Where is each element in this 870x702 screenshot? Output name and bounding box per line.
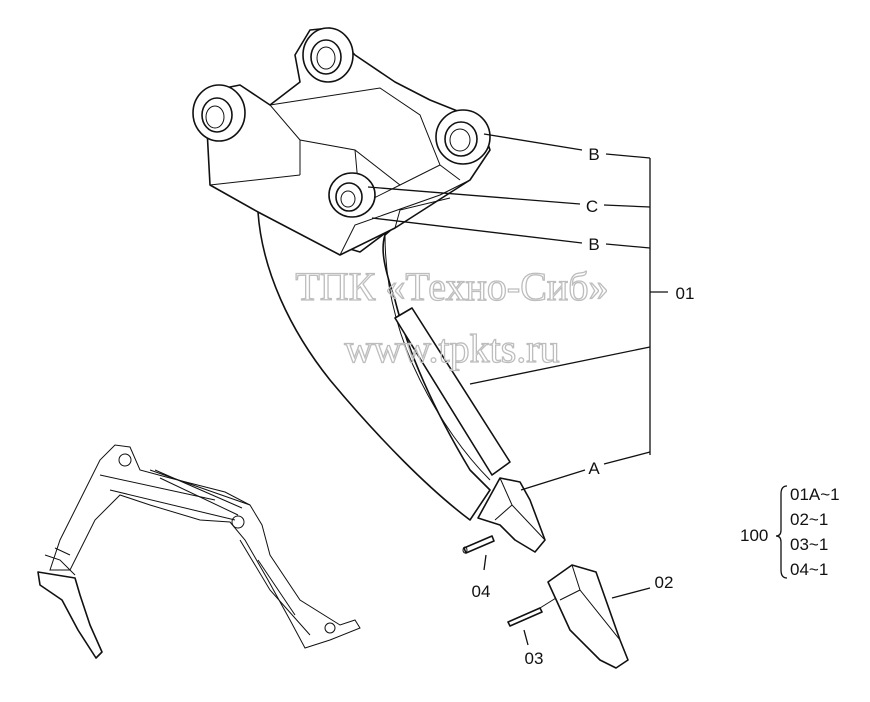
shank-front-edge [384,234,491,481]
kit-item-4: 04~1 [790,560,828,579]
callout-assembly-01: 01 [676,284,695,303]
leader-lines [367,133,668,646]
leader-lock [523,629,529,646]
callout-tooth-02: 02 [655,573,674,592]
leader-tooth [611,587,651,599]
boss-top-left [192,84,246,142]
leader-C [367,186,651,208]
kit-item-1: 01A~1 [790,485,840,504]
boom-inner [99,469,311,636]
kit-brace [775,485,788,579]
mini-ripper [37,571,103,659]
callout-pin-04: 04 [472,582,491,601]
leader-B-mid [371,217,651,249]
wear-strip [394,307,511,476]
callout-C: C [586,197,598,216]
pin-part [462,535,495,554]
boss-right [435,109,491,165]
leader-pin [483,554,487,571]
bracket-ledge [339,179,471,256]
adapter-detail [494,477,546,541]
watermark-company: ТПК «Техно-Сиб» [295,264,608,309]
leader-A [520,451,651,491]
leader-shank [469,346,651,385]
mini-ripper-linkage [44,547,76,576]
kit-listing: 100 01A~1 02~1 03~1 04~1 [740,485,840,579]
mounting-bracket [204,27,491,256]
bracket-top-plate [269,87,441,186]
lock-pin-part [507,597,557,627]
excavator-arm-thumbnail [37,444,361,659]
boss-top-center [302,27,354,83]
arm-end-pivot [324,622,336,634]
watermark-url: www.tpkts.ru [344,326,559,371]
callout-A: A [588,459,600,478]
kit-number: 100 [740,526,768,545]
ripper-shank-assembly [192,27,546,553]
hydraulic-cylinder [154,469,243,516]
boom-pivot [118,453,132,467]
boom-outline [49,444,361,649]
tooth-part [547,564,629,669]
boss-lower [328,172,376,218]
callout-lock-03: 03 [525,649,544,668]
callout-B-mid: B [588,235,599,254]
callout-B-top: B [588,145,599,164]
kit-item-2: 02~1 [790,510,828,529]
leader-B-top [483,133,651,159]
arm-pivot [231,515,245,529]
kit-item-3: 03~1 [790,535,828,554]
